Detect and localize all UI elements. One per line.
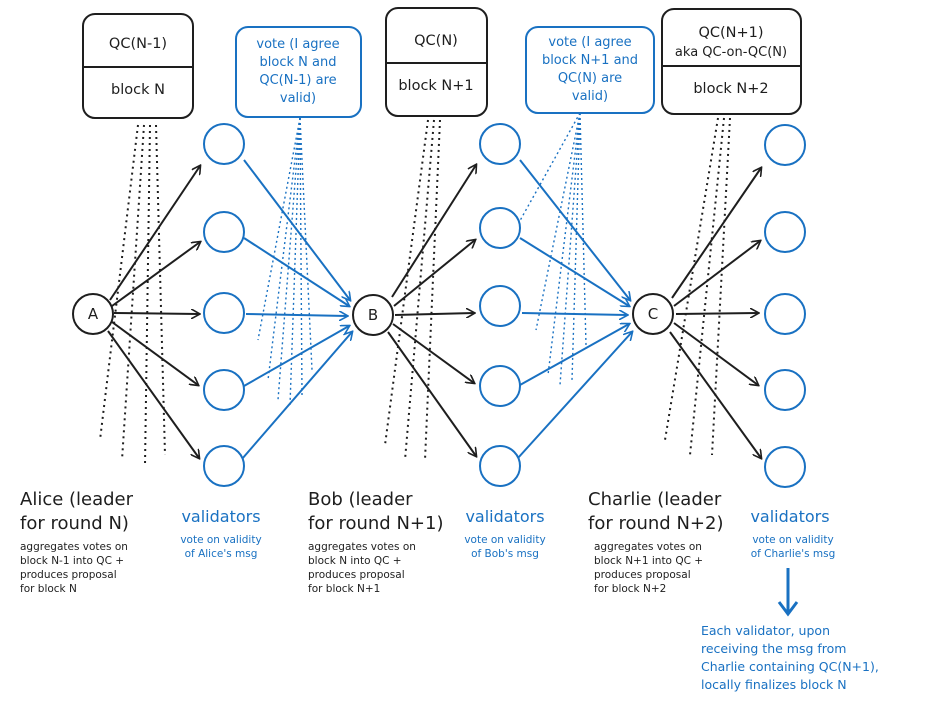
leader-desc-line: produces proposal [308,569,405,581]
leader-title-line: for round N+2) [588,513,723,534]
block-box-3: QC(N+1) aka QC-on-QC(N) block N+2 [661,8,802,115]
leader-desc-line: block N-1 into QC + [20,555,124,567]
validator-node [203,292,245,334]
finalize-note-line: locally finalizes block N [701,677,847,692]
leader-desc-line: aggregates votes on [594,541,702,553]
block-qc-alias: aka QC-on-QC(N) [675,45,787,60]
leader-desc-line: produces proposal [20,569,117,581]
finalize-note-line: Each validator, upon [701,623,830,638]
validator-group-2 [479,123,521,487]
leader-desc-line: for block N+1 [308,583,380,595]
validators-desc-line: of Alice's msg [185,548,258,560]
validator-node [764,446,806,488]
validators-label: validators [750,507,829,526]
validators-caption-2: validators vote on validity of Bob's msg [464,507,545,560]
finalize-note: Each validator, upon receiving the msg f… [701,623,879,692]
validators-desc-line: vote on validity [464,534,545,546]
leader-title-line: for round N) [20,513,129,534]
leader-node-a: A [72,293,114,335]
vote-line: valid) [280,91,316,106]
leader-desc-line: produces proposal [594,569,691,581]
validator-group-3 [764,124,806,488]
leader-desc-line: for block N [20,583,77,595]
validator-node [764,211,806,253]
validators-desc-line: of Charlie's msg [751,548,836,560]
vote-bubble-1: vote (I agree block N and QC(N-1) are va… [235,26,362,118]
validators-caption-3: validators vote on validity of Charlie's… [750,507,835,560]
leader-title-line: Bob (leader [308,489,413,510]
validator-node [479,123,521,165]
vote-bubble-2: vote (I agree block N+1 and QC(N) are va… [525,26,655,114]
vote-line: valid) [572,89,608,104]
vote-arrows [241,159,632,460]
leader-title-line: for round N+1) [308,513,443,534]
block-label: block N+1 [398,78,473,94]
leader-title-line: Alice (leader [20,489,134,510]
leader-desc-line: block N into QC + [308,555,402,567]
vote-line: QC(N) are [558,71,622,86]
validator-node [479,285,521,327]
leader-node-b: B [352,294,394,336]
block-qc-label: QC(N) [414,33,458,49]
validator-node [764,124,806,166]
vote-dotted-links [257,112,587,406]
vote-line: block N and [260,55,337,70]
validators-desc-line: vote on validity [752,534,833,546]
validators-label: validators [181,507,260,526]
validator-node [479,207,521,249]
validator-node [203,369,245,411]
leader-node-c: C [632,293,674,335]
block-label: block N [111,82,165,98]
leader-caption-charlie: Charlie (leader for round N+2) aggregate… [588,489,723,595]
leader-node-c-label: C [648,305,658,323]
validators-desc-line: of Bob's msg [471,548,539,560]
leader-desc-line: for block N+2 [594,583,666,595]
validator-node [479,365,521,407]
vote-line: block N+1 and [542,53,638,68]
validators-label: validators [465,507,544,526]
block-qc-label: QC(N+1) [698,25,763,41]
validators-caption-1: validators vote on validity of Alice's m… [180,507,261,560]
validator-group-1 [203,123,245,487]
vote-line: vote (I agree [548,35,631,50]
finalize-note-line: Charlie containing QC(N+1), [701,659,879,674]
leader-desc-line: aggregates votes on [20,541,128,553]
validator-node [764,369,806,411]
block-box-2: QC(N) block N+1 [385,7,488,117]
finalize-arrow [777,568,799,617]
validators-desc-line: vote on validity [180,534,261,546]
leader-node-a-label: A [88,305,99,323]
validator-node [479,445,521,487]
block-dotted-links [99,117,731,466]
leader-desc-line: aggregates votes on [308,541,416,553]
leader-node-b-label: B [368,306,378,324]
leader-caption-bob: Bob (leader for round N+1) aggregates vo… [308,489,443,595]
leader-title-line: Charlie (leader [588,489,722,510]
validator-node [764,293,806,335]
validator-node [203,123,245,165]
block-box-1: QC(N-1) block N [82,13,194,119]
block-label: block N+2 [693,81,768,97]
vote-line: vote (I agree [256,37,339,52]
validator-node [203,445,245,487]
leader-caption-alice: Alice (leader for round N) aggregates vo… [20,489,134,595]
validator-node [203,211,245,253]
finalize-note-line: receiving the msg from [701,641,846,656]
leader-desc-line: block N+1 into QC + [594,555,703,567]
proposal-arrows [107,165,761,458]
vote-line: QC(N-1) are [259,73,336,88]
block-qc-label: QC(N-1) [109,36,167,52]
